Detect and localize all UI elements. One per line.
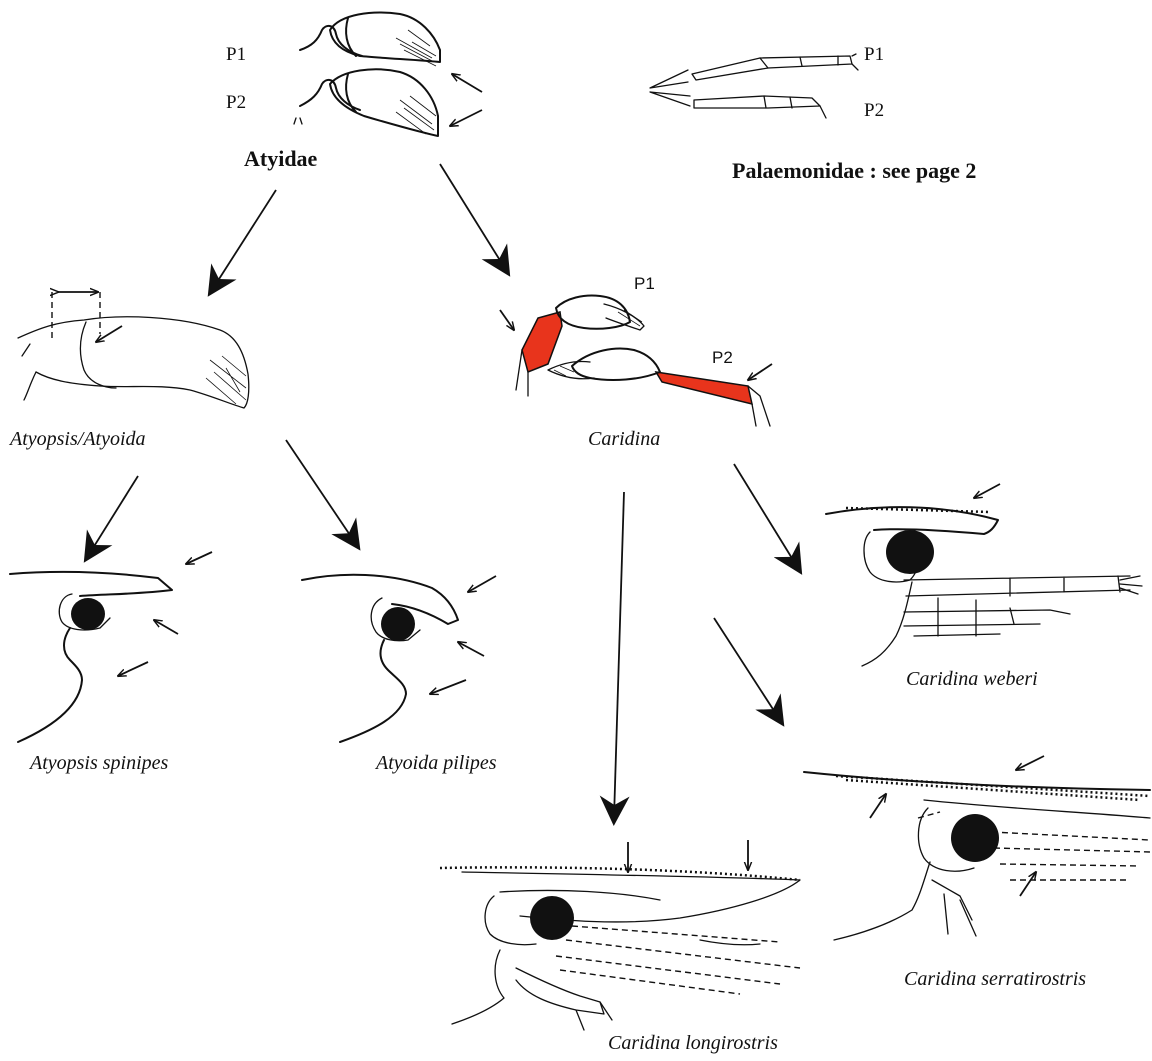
atyopsis-spinipes-label: Atyopsis spinipes [30, 752, 168, 775]
atyidae-p1-label: P1 [226, 44, 246, 66]
atyopsis-atyoida-label: Atyopsis/Atyoida [10, 428, 146, 451]
atyidae-chelipeds-illustration [294, 13, 440, 136]
atyidae-p2-label: P2 [226, 92, 246, 114]
key-arrows [88, 164, 798, 818]
atyopsis-spinipes-head-illustration [10, 572, 172, 742]
pointer-arrow [1016, 756, 1044, 770]
pointer-arrow [154, 620, 178, 634]
key-arrow [734, 464, 798, 568]
caridina-weberi-head-illustration [826, 507, 1142, 666]
caridina-p1-label: P1 [634, 274, 655, 294]
atyoida-pilipes-head-illustration [302, 575, 458, 742]
palaemonidae-p2-label: P2 [864, 100, 884, 122]
pointer-arrow [748, 364, 772, 380]
key-arrow [440, 164, 506, 270]
key-arrow [614, 492, 624, 818]
pointer-arrow [500, 310, 514, 330]
palaemonidae-legs-illustration [650, 54, 858, 118]
atyidae-title: Atyidae [244, 146, 317, 172]
atyopsis-atyoida-carapace-illustration [18, 292, 249, 408]
eye [886, 530, 934, 574]
eye [530, 896, 574, 940]
pointer-arrow [468, 576, 496, 592]
caridina-longirostris-head-illustration [440, 867, 800, 1030]
pointer-arrow [450, 110, 482, 126]
pointer-arrow [1020, 872, 1036, 896]
caridina-serratirostris-head-illustration [804, 772, 1150, 940]
eye [381, 607, 415, 641]
pointer-arrow [430, 680, 466, 694]
key-arrow [286, 440, 356, 544]
pointer-arrow [186, 552, 212, 564]
caridina-p2-label: P2 [712, 348, 733, 368]
palaemonidae-p1-label: P1 [864, 44, 884, 66]
palaemonidae-note: Palaemonidae : see page 2 [732, 158, 976, 184]
pointer-arrow [974, 484, 1000, 498]
key-arrow [714, 618, 780, 720]
pointer-arrow [458, 642, 484, 656]
eye [951, 814, 999, 862]
pointer-arrow [870, 794, 886, 818]
caridina-longirostris-label: Caridina longirostris [608, 1032, 778, 1055]
atyoida-pilipes-label: Atyoida pilipes [376, 752, 497, 775]
caridina-weberi-label: Caridina weberi [906, 668, 1038, 691]
caridina-serratirostris-label: Caridina serratirostris [904, 968, 1086, 991]
caridina-p1-carpus-highlight [522, 312, 562, 372]
pointer-arrow [118, 662, 148, 676]
caridina-label: Caridina [588, 428, 660, 451]
eye [71, 598, 105, 630]
key-arrow [212, 190, 276, 290]
caridina-p2-carpus-highlight [656, 372, 752, 404]
pointer-arrow [452, 74, 482, 92]
key-arrow [88, 476, 138, 556]
